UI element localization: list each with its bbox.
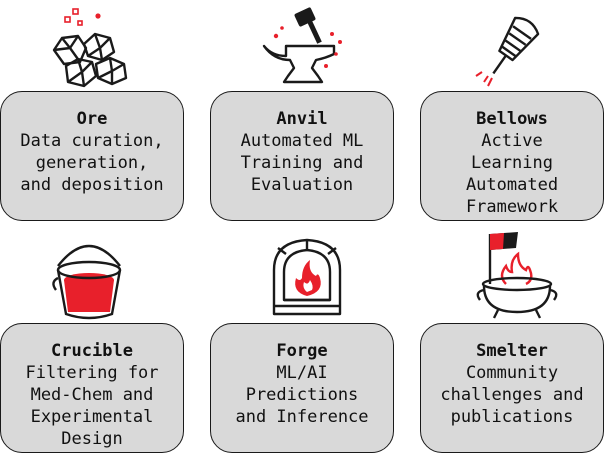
card-bellows[interactable]: Bellows Active Learning Automated Framew… [420,91,604,221]
crucible-bucket-icon [52,244,122,320]
smelter-cauldron-flag-icon [476,232,558,319]
card-crucible[interactable]: Crucible Filtering for Med-Chem and Expe… [0,323,184,453]
ore-rocks-icon [52,8,128,88]
card-description: Filtering for Med-Chem and Experimental … [25,363,159,449]
card-description: Automated ML Training and Evaluation [240,131,364,195]
card-title: Bellows [476,109,548,129]
card-description: Data curation, generation, and depositio… [20,131,164,195]
bellows-icon [475,16,540,87]
card-description: Active Learning Automated Framework [465,131,559,217]
forge-furnace-icon [272,238,342,316]
card-description: ML/AI Predictions and Inference [235,363,369,427]
card-smelter[interactable]: Smelter Community challenges and publica… [420,323,604,453]
card-forge[interactable]: Forge ML/AI Predictions and Inference [210,323,394,453]
anvil-hammer-icon [262,7,342,84]
card-ore[interactable]: Ore Data curation, generation, and depos… [0,91,184,221]
card-title: Ore [76,109,108,129]
card-title: Smelter [476,341,548,361]
card-anvil[interactable]: Anvil Automated ML Training and Evaluati… [210,91,394,221]
card-title: Anvil [276,109,328,129]
card-description: Community challenges and publications [440,363,584,427]
card-title: Forge [276,341,328,361]
card-title: Crucible [51,341,133,361]
